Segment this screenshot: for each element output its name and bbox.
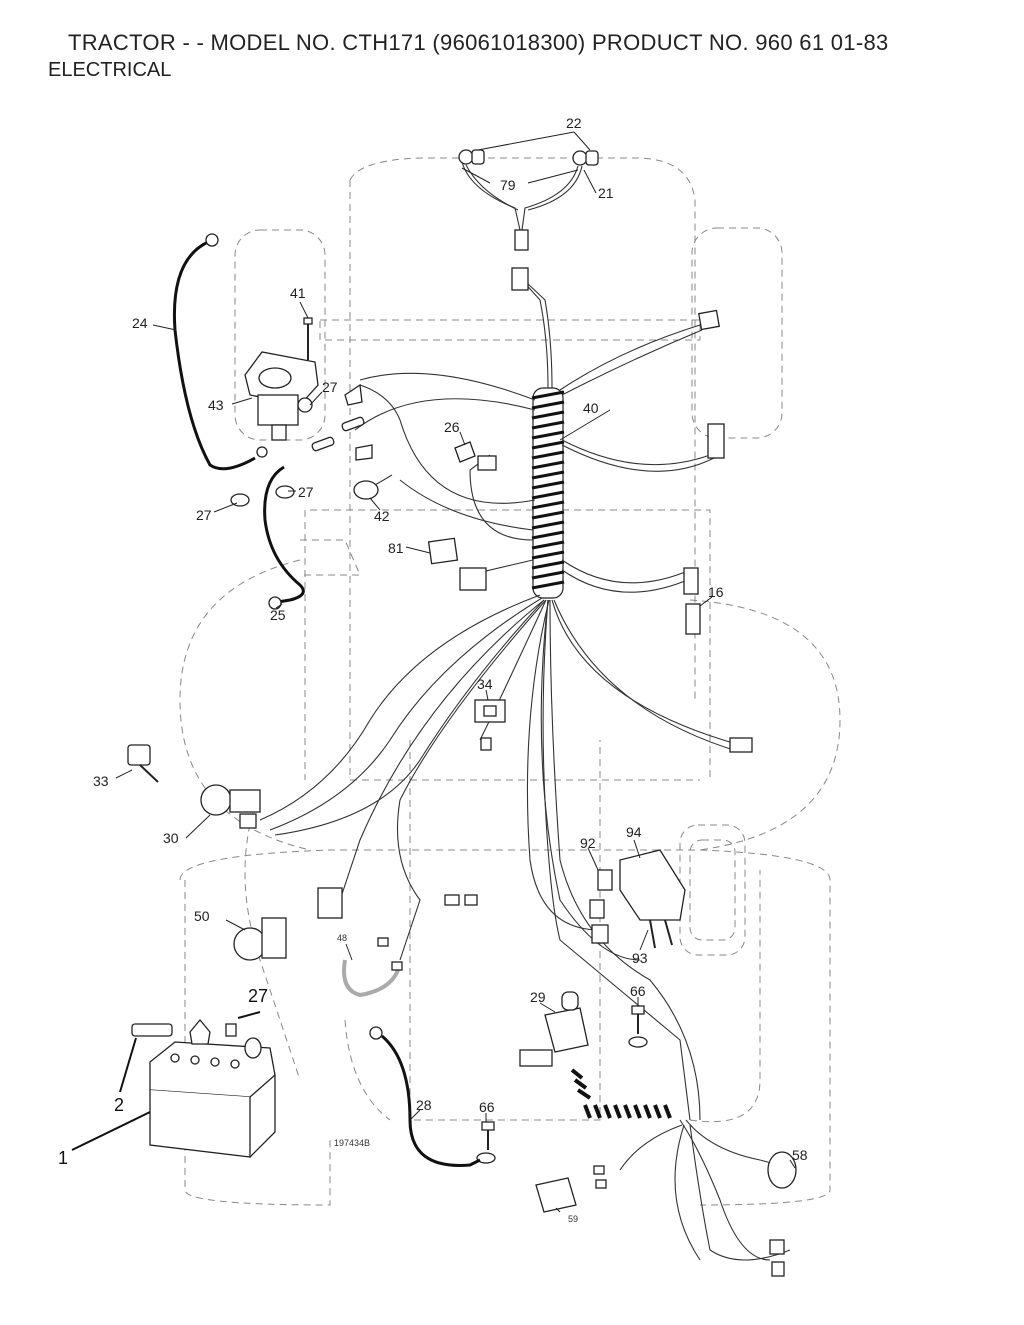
starter-solenoid <box>244 351 319 441</box>
callout-27-solenoid: 27 <box>322 379 338 395</box>
callout-41: 41 <box>290 285 306 301</box>
callout-94: 94 <box>626 824 642 840</box>
connector-center-left <box>317 887 478 919</box>
callout-92: 92 <box>580 835 596 851</box>
callout-48: 48 <box>337 933 347 943</box>
right-connectors <box>683 309 725 595</box>
nut-27-lower-left <box>230 493 250 507</box>
headlight-bulb-right <box>572 150 599 166</box>
diagram-subtitle: ELECTRICAL <box>48 59 172 81</box>
callout-2: 2 <box>114 1095 124 1115</box>
battery-cable-25 <box>263 465 305 610</box>
battery-cable-24 <box>172 233 268 471</box>
callout-25: 25 <box>270 607 286 623</box>
fuse-26 <box>454 441 497 471</box>
callout-27-nut-left: 27 <box>196 507 212 523</box>
hour-meter-58 <box>767 1151 797 1277</box>
key-33 <box>127 744 159 783</box>
callout-34: 34 <box>477 676 493 692</box>
callout-30: 30 <box>163 830 179 846</box>
callout-42: 42 <box>374 508 390 524</box>
callout-24: 24 <box>132 315 148 331</box>
callout-66-upper: 66 <box>630 983 646 999</box>
bolt-66-upper <box>628 1005 648 1048</box>
callout-93: 93 <box>632 950 648 966</box>
callout-59: 59 <box>568 1214 578 1224</box>
switch-29 <box>519 991 589 1067</box>
callout-50: 50 <box>194 908 210 924</box>
headlight-assembly <box>458 149 599 291</box>
callout-16: 16 <box>708 584 724 600</box>
solenoid-nut <box>297 397 313 413</box>
battery-bolt-2 <box>131 1023 173 1037</box>
drawing-number: 197434B <box>334 1138 370 1148</box>
callout-21: 21 <box>598 185 614 201</box>
battery <box>149 1037 276 1158</box>
solenoid-bolt <box>303 317 313 360</box>
diode-16 <box>685 603 701 635</box>
connector-right-mid <box>729 737 753 753</box>
callout-labels: 22 79 21 24 41 43 27 27 27 25 26 42 81 4… <box>58 115 808 1224</box>
relay-81 <box>427 537 487 591</box>
headlight-bulb-left <box>458 149 485 165</box>
fuse-holder <box>311 416 365 452</box>
nut-27-lower-right <box>275 485 295 499</box>
bolt-66-lower <box>476 1121 496 1164</box>
callout-27-nut-right: 27 <box>298 484 314 500</box>
tractor-outline <box>179 157 841 1206</box>
callout-27-battery: 27 <box>248 986 268 1006</box>
callout-58: 58 <box>792 1147 808 1163</box>
harness-headlight-connector <box>511 267 529 291</box>
ignition-switch-30 <box>200 784 261 829</box>
callout-43: 43 <box>208 397 224 413</box>
callout-29: 29 <box>530 989 546 1005</box>
callout-26: 26 <box>444 419 460 435</box>
callout-81: 81 <box>388 540 404 556</box>
callout-22: 22 <box>566 115 582 131</box>
leader-lines <box>71 131 796 1213</box>
callout-40: 40 <box>583 400 599 416</box>
callout-66-lower: 66 <box>479 1099 495 1115</box>
main-wire-harness <box>259 279 791 1261</box>
ignition-switch-42-clip <box>353 474 393 500</box>
pto-switch-50 <box>233 917 287 961</box>
ground-terminal <box>344 383 373 461</box>
switch-34 <box>474 699 506 751</box>
callout-33: 33 <box>93 773 109 789</box>
battery-terminal <box>189 1018 237 1045</box>
module-59 <box>535 1165 607 1213</box>
callout-1: 1 <box>58 1148 68 1168</box>
harness-loom-coil <box>531 387 565 599</box>
rear-loom-coil <box>570 1068 672 1119</box>
diagram-title: TRACTOR - - MODEL NO. CTH171 (9606101830… <box>68 30 889 55</box>
headlight-connector <box>514 229 529 251</box>
harness-48 <box>342 937 403 998</box>
seat-switch-92-93-94 <box>589 849 686 949</box>
callout-79: 79 <box>500 177 516 193</box>
ground-cable-28 <box>369 1026 481 1167</box>
callout-28: 28 <box>416 1097 432 1113</box>
